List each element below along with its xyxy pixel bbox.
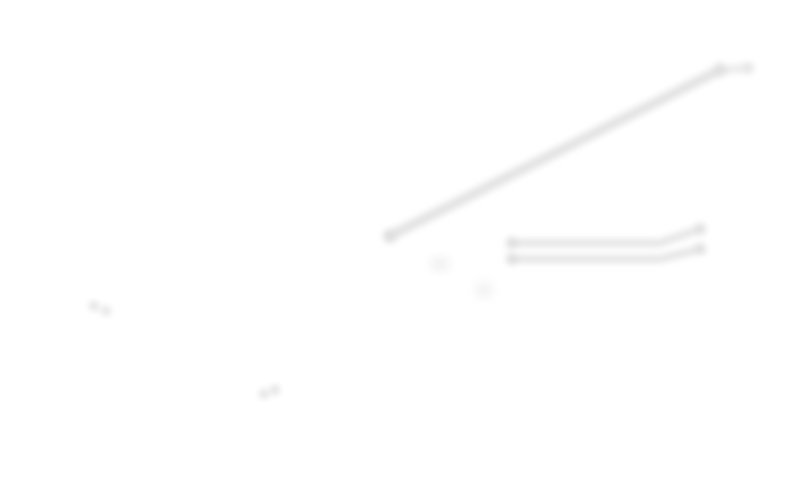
lower-stroke-end-node [694, 243, 706, 255]
smudge-center-b [475, 282, 493, 298]
bottom-dot-a [259, 389, 269, 399]
bottom-dot-b [270, 385, 280, 395]
left-dot-a [89, 301, 99, 311]
lower-stroke-start-node [506, 253, 518, 265]
diagonal-stroke-end-node [713, 63, 727, 77]
diagonal-stroke-tip-node [742, 62, 754, 74]
diagonal-stroke [385, 65, 725, 241]
diagonal-stroke-group [383, 62, 754, 243]
smudge-center-a [430, 257, 450, 271]
bottom-small-cluster [259, 385, 280, 399]
upper-stroke-start-node [506, 237, 518, 249]
upper-parallel-stroke [508, 225, 704, 247]
diagonal-stroke-start-node [383, 229, 397, 243]
left-small-cluster [89, 301, 111, 316]
lower-parallel-stroke [508, 245, 704, 263]
left-dot-b [101, 306, 111, 316]
parallel-strokes-group [506, 223, 706, 265]
upper-stroke-end-node [694, 223, 706, 235]
faint-smudges-group [430, 257, 493, 298]
